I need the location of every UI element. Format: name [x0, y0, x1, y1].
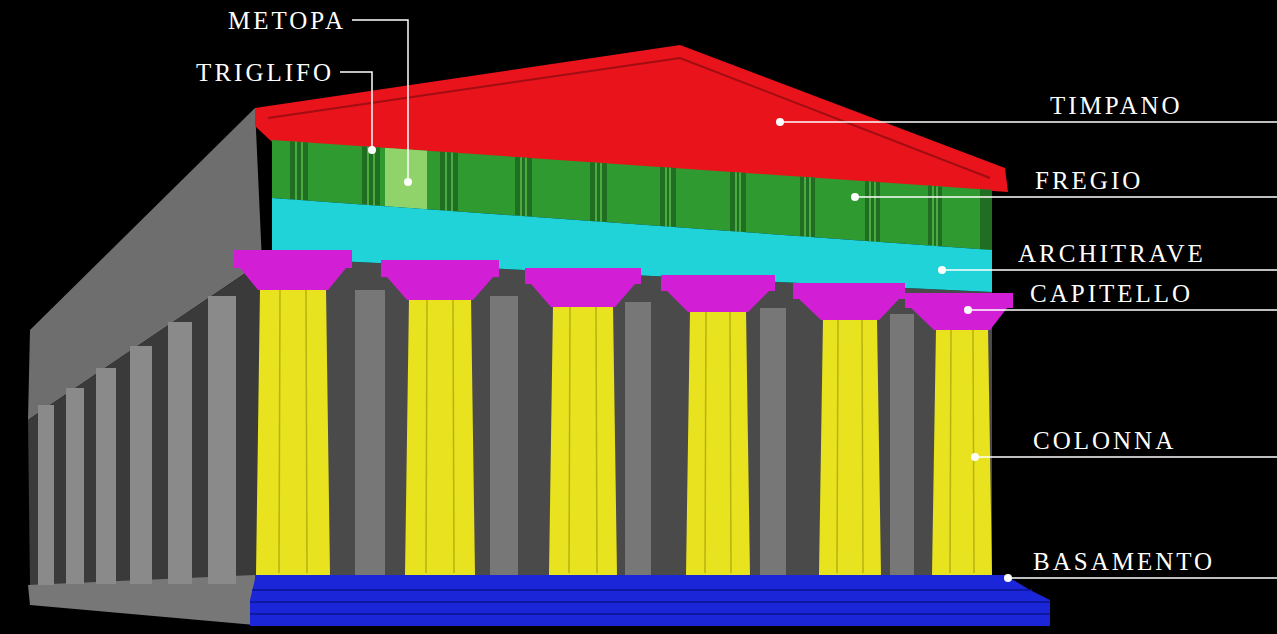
part-label: TRIGLIFO — [196, 60, 334, 85]
part-label: TIMPANO — [1050, 93, 1183, 118]
columns — [256, 288, 992, 575]
side-shadow — [28, 262, 262, 585]
column-flutes — [279, 290, 974, 573]
leader-lines — [340, 20, 1277, 578]
inner-columns — [355, 290, 914, 575]
cella — [270, 258, 992, 575]
part-label: BASAMENTO — [1033, 549, 1215, 574]
capitals — [234, 250, 1013, 330]
part-label: FREGIO — [1035, 168, 1143, 193]
side-columns — [38, 296, 236, 585]
part-label: COLONNA — [1033, 428, 1176, 453]
leader-dots — [368, 118, 1012, 582]
part-label: METOPA — [228, 8, 346, 33]
architrave — [272, 198, 992, 292]
part-label: CAPITELLO — [1030, 281, 1193, 306]
basement — [250, 575, 1050, 626]
part-label: ARCHITRAVE — [1018, 241, 1206, 266]
